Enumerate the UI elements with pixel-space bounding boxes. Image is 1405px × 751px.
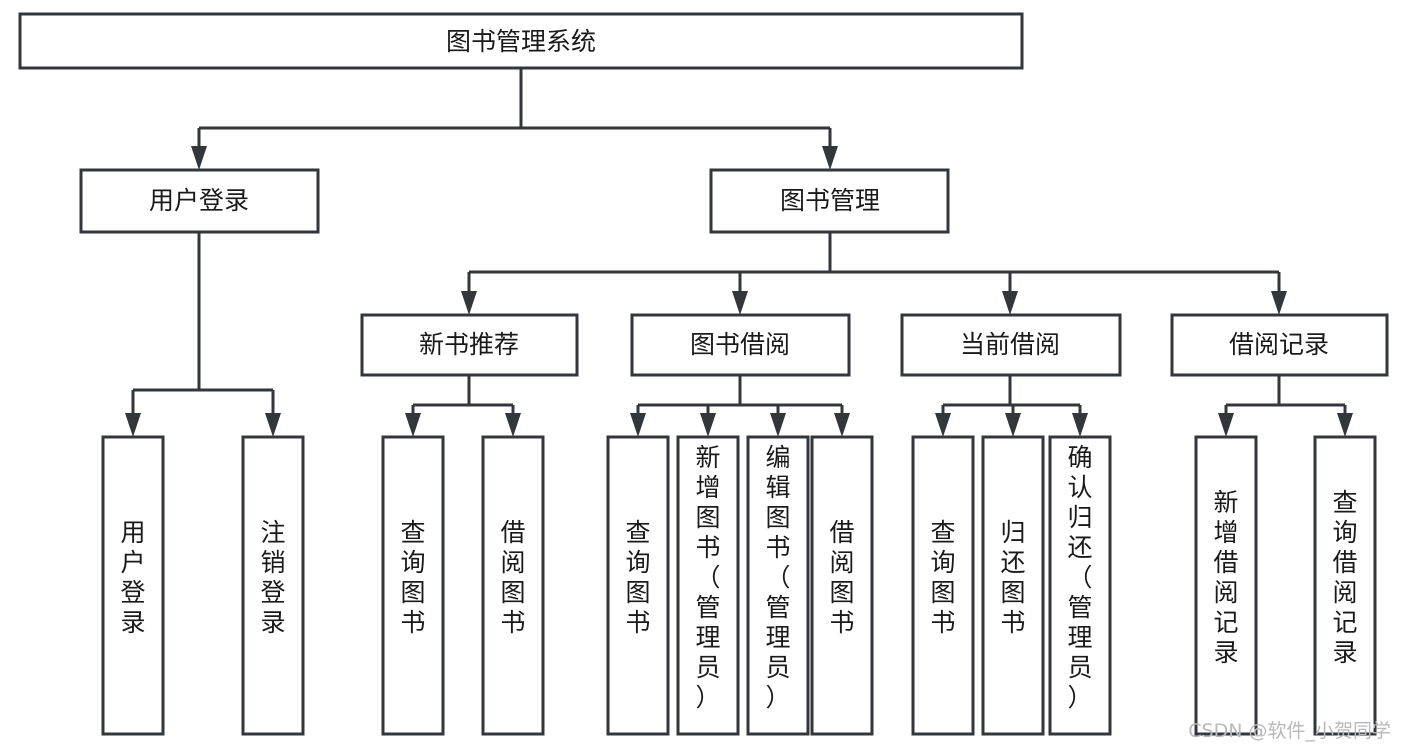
node-leaf-confirm-return[interactable]: 确认归还（管理员）: [1048, 435, 1112, 736]
node-leaf-query-book-1-box[interactable]: [381, 435, 445, 736]
connector-root-to-level2: [197, 68, 832, 152]
node-leaf-query-book-3[interactable]: 查询图书: [911, 435, 975, 736]
arrow-head-leaf-query-book-3: [935, 413, 951, 437]
node-user-login[interactable]: 用户登录: [79, 168, 320, 234]
node-root-label: 图书管理系统: [446, 27, 596, 56]
node-leaf-add-book[interactable]: 新增图书（管理员）: [676, 435, 740, 736]
node-leaf-user-login-box[interactable]: [101, 435, 165, 736]
arrow-head-borrow-record: [1271, 291, 1287, 315]
node-leaf-query-book-2[interactable]: 查询图书: [606, 435, 670, 736]
node-borrow-record-box[interactable]: [1170, 313, 1389, 377]
node-borrow-record-label: 借阅记录: [1229, 330, 1329, 359]
connector-borrowrecord-children: [1224, 375, 1347, 419]
node-book-borrow[interactable]: 图书借阅: [630, 313, 851, 377]
connector-newbookrec-children: [411, 375, 515, 419]
node-leaf-query-record-label: 查询借阅记录: [1332, 488, 1357, 667]
node-leaf-borrow-book-2-box[interactable]: [810, 435, 874, 736]
node-leaf-edit-book-box[interactable]: [746, 435, 810, 736]
arrow-head-leaf-confirm-return: [1072, 413, 1088, 437]
node-leaf-borrow-book-2[interactable]: 借阅图书: [810, 435, 874, 736]
node-leaf-query-book-2-box[interactable]: [606, 435, 670, 736]
node-current-borrow-box[interactable]: [900, 313, 1122, 377]
node-leaf-user-login-label: 用户登录: [120, 518, 145, 637]
arrow-head-leaf-add-record: [1218, 413, 1234, 437]
node-root-box[interactable]: [18, 12, 1024, 70]
node-leaf-return-book[interactable]: 归还图书: [981, 435, 1045, 736]
connector-bookmanage-children: [467, 232, 1281, 297]
node-book-manage-label: 图书管理: [780, 186, 880, 215]
node-root[interactable]: 图书管理系统: [18, 12, 1024, 70]
node-leaf-borrow-book-1-label: 借阅图书: [500, 518, 525, 637]
node-leaf-borrow-book-2-label: 借阅图书: [829, 518, 854, 637]
node-leaf-borrow-book-1[interactable]: 借阅图书: [481, 435, 545, 736]
arrow-head-leaf-query-book-2: [630, 413, 646, 437]
arrow-head-leaf-user-login: [125, 413, 141, 437]
node-leaf-add-book-label: 新增图书（管理员）: [695, 443, 720, 712]
node-leaf-confirm-return-label: 确认归还（管理员）: [1067, 443, 1092, 712]
node-user-login-box[interactable]: [79, 168, 320, 234]
arrow-head-user-login: [191, 146, 207, 170]
node-leaf-user-login[interactable]: 用户登录: [101, 435, 165, 736]
arrow-head-book-manage: [822, 146, 838, 170]
arrow-head-leaf-edit-book: [770, 413, 786, 437]
node-leaf-logout-label: 注销登录: [260, 518, 285, 637]
node-leaf-query-record[interactable]: 查询借阅记录: [1313, 435, 1377, 736]
node-leaf-logout[interactable]: 注销登录: [241, 435, 305, 736]
node-leaf-return-book-label: 归还图书: [1000, 518, 1025, 637]
arrow-head-leaf-borrow-book-2: [834, 413, 850, 437]
node-leaf-add-book-box[interactable]: [676, 435, 740, 736]
node-leaf-edit-book[interactable]: 编辑图书（管理员）: [746, 435, 810, 736]
node-leaf-logout-box[interactable]: [241, 435, 305, 736]
node-leaf-add-record-label: 新增借阅记录: [1213, 488, 1238, 667]
node-book-borrow-label: 图书借阅: [690, 330, 790, 359]
node-book-manage-box[interactable]: [709, 168, 950, 234]
connector-layer: [125, 68, 1353, 437]
arrow-head-leaf-borrow-book-1: [505, 413, 521, 437]
node-current-borrow[interactable]: 当前借阅: [900, 313, 1122, 377]
arrow-head-leaf-return-book: [1005, 413, 1021, 437]
node-leaf-query-book-1-label: 查询图书: [400, 518, 425, 637]
node-leaf-confirm-return-box[interactable]: [1048, 435, 1112, 736]
node-current-borrow-label: 当前借阅: [960, 330, 1060, 359]
node-leaf-return-book-box[interactable]: [981, 435, 1045, 736]
arrow-head-new-book-rec: [461, 291, 477, 315]
connector-bookborrow-children: [636, 375, 844, 419]
node-borrow-record[interactable]: 借阅记录: [1170, 313, 1389, 377]
node-book-manage[interactable]: 图书管理: [709, 168, 950, 234]
node-new-book-rec[interactable]: 新书推荐: [360, 313, 579, 377]
node-leaf-add-record-box[interactable]: [1194, 435, 1258, 736]
node-user-login-label: 用户登录: [149, 186, 249, 215]
node-new-book-rec-box[interactable]: [360, 313, 579, 377]
arrow-head-leaf-query-record: [1337, 413, 1353, 437]
arrow-head-leaf-logout: [265, 413, 281, 437]
arrow-head-current-borrow: [1002, 291, 1018, 315]
node-leaf-borrow-book-1-box[interactable]: [481, 435, 545, 736]
node-leaf-query-book-1[interactable]: 查询图书: [381, 435, 445, 736]
connector-userlogin-children: [131, 232, 275, 419]
node-new-book-rec-label: 新书推荐: [419, 330, 519, 359]
node-leaf-query-book-3-box[interactable]: [911, 435, 975, 736]
connector-currentborrow-children: [941, 375, 1082, 419]
node-leaf-query-record-box[interactable]: [1313, 435, 1377, 736]
arrow-head-book-borrow: [732, 291, 748, 315]
node-book-borrow-box[interactable]: [630, 313, 851, 377]
node-leaf-query-book-3-label: 查询图书: [930, 518, 955, 637]
node-leaf-edit-book-label: 编辑图书（管理员）: [765, 443, 790, 712]
node-leaf-add-record[interactable]: 新增借阅记录: [1194, 435, 1258, 736]
node-leaf-query-book-2-label: 查询图书: [625, 518, 650, 637]
arrow-head-leaf-query-book-1: [405, 413, 421, 437]
arrow-head-leaf-add-book: [700, 413, 716, 437]
